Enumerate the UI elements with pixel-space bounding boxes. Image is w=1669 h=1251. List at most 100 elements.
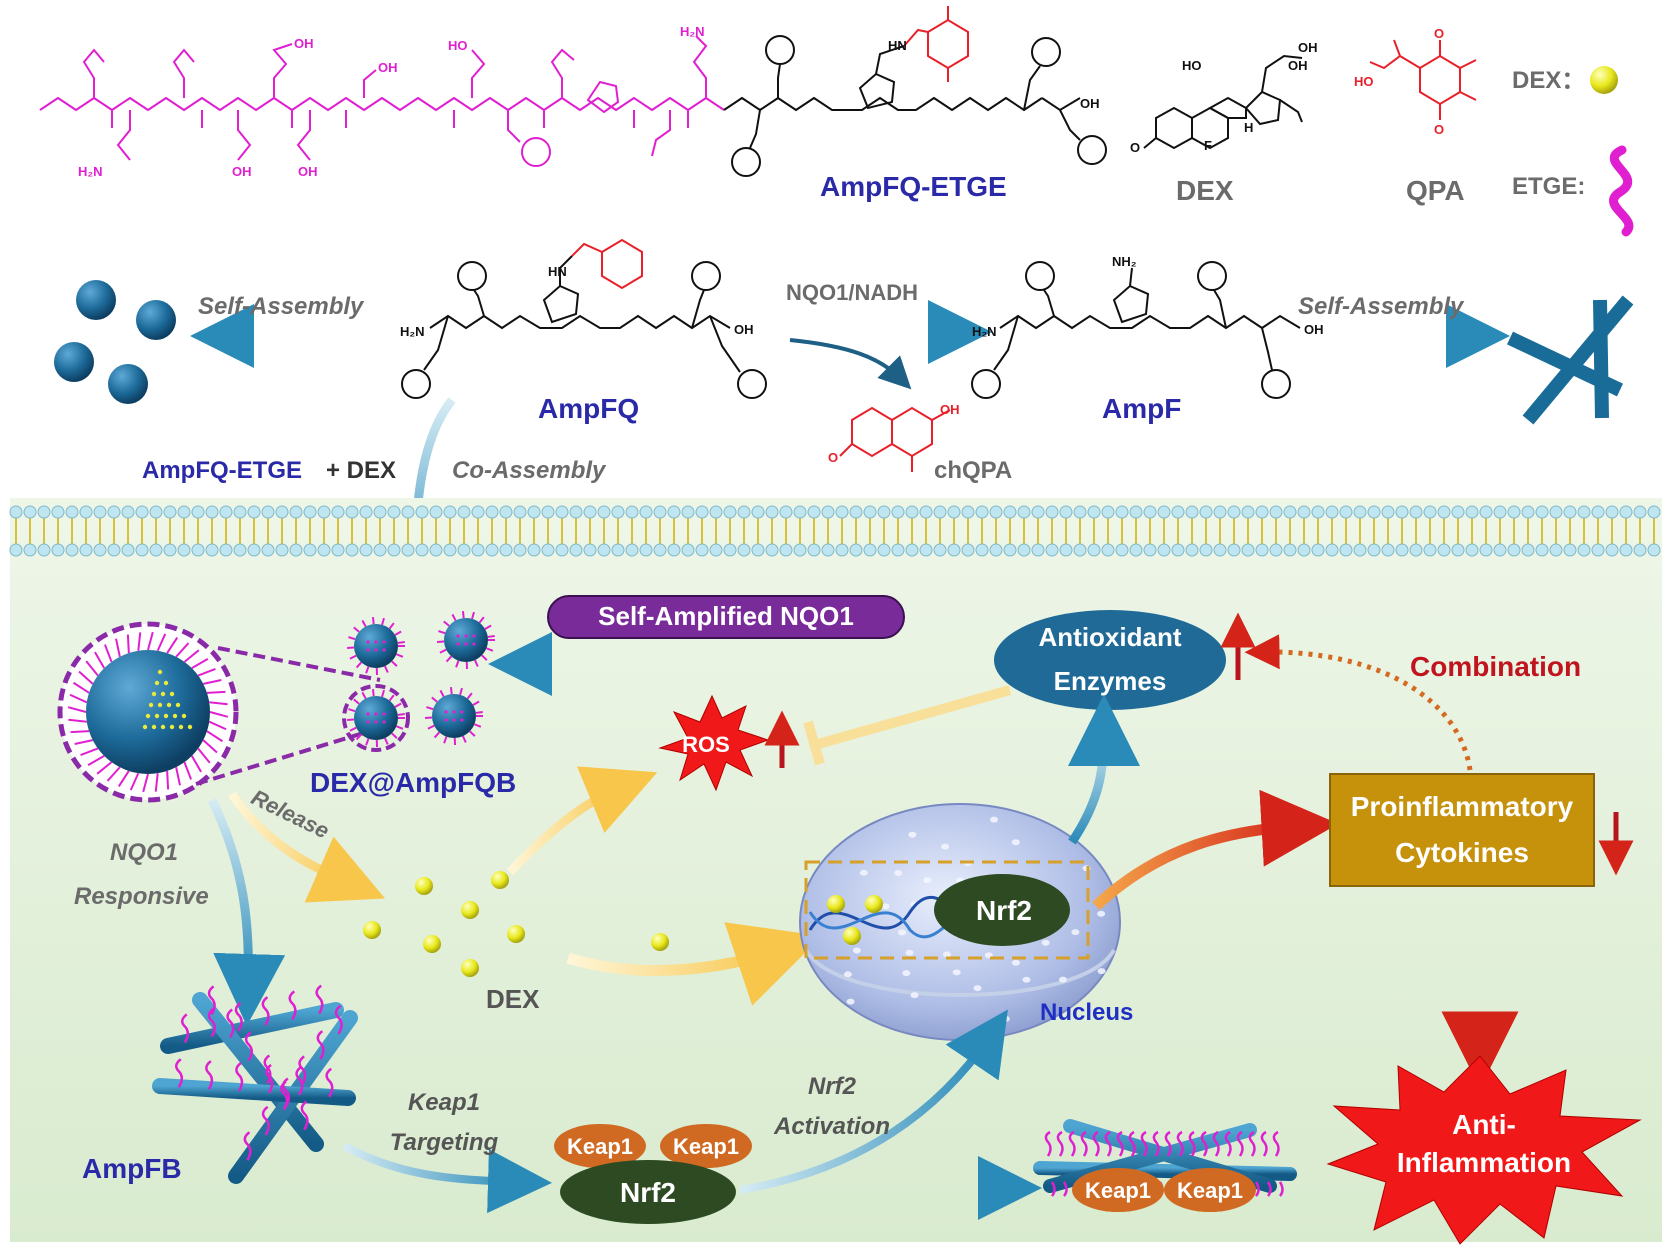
ampfq-label: AmpFQ: [538, 393, 639, 424]
atom-label: O: [1130, 140, 1140, 155]
phe-ring-pink: [521, 137, 551, 167]
self-amplified-nqo1-box: [547, 595, 905, 639]
side-chain-leu2: [172, 48, 195, 98]
cytokines-label-1: Proinflammatory: [1351, 791, 1574, 822]
ampfq-backbone-top: [723, 96, 1043, 112]
phe-ring-top-1: [765, 35, 795, 65]
anti-inflammation-label-2: Inflammation: [1397, 1147, 1571, 1178]
release-arrow: [228, 791, 385, 903]
ampfb-fiber-bundle: [152, 992, 358, 1184]
dex-to-nucleus-arrow: [566, 922, 822, 1006]
side-chain-phe: [507, 110, 521, 143]
nucleus: [799, 803, 1121, 1041]
phe-ring-top-4: [1077, 135, 1107, 165]
atom-label: OH: [734, 322, 754, 337]
peptide-backbone: [39, 96, 725, 112]
atom-label: OH: [1298, 40, 1318, 55]
side-chain-leu3: [550, 48, 575, 98]
self-amplified-nqo1-label: Self-Amplified NQO1: [598, 601, 854, 631]
atom-label: OH: [1080, 96, 1100, 111]
legend-etge-label: ETGE:: [1512, 173, 1585, 200]
dex-free-label: DEX: [486, 984, 540, 1014]
atom-label: OH: [940, 402, 960, 417]
atom-label: OH: [378, 60, 398, 75]
dex-title: DEX: [1176, 175, 1234, 206]
nucleus-label: Nucleus: [1040, 999, 1133, 1026]
small-nanoparticles: [347, 611, 495, 748]
dex-nanoparticle-zoom: [57, 621, 381, 803]
ampfq-structure: [401, 255, 767, 399]
keap1-targeting-arrow: [342, 1142, 552, 1214]
atom-label: OH: [298, 164, 318, 179]
combination-label: Combination: [1410, 651, 1581, 682]
atom-label: H₂N: [400, 324, 425, 339]
nucleus-to-enzymes-arrow: [1067, 694, 1140, 845]
side-chain-glu3: [471, 49, 486, 98]
side-chain-thr: [363, 69, 377, 98]
keap1-label-a: Keap1: [567, 1134, 633, 1159]
side-chain-ile: [651, 110, 671, 157]
qpa-title: QPA: [1406, 175, 1465, 206]
keap1-label-c: Keap1: [1085, 1178, 1151, 1203]
atom-label: HO: [448, 38, 468, 53]
ampfb-label: AmpFB: [82, 1153, 182, 1184]
ros-label: ROS: [682, 732, 730, 757]
atom-label: H: [1244, 120, 1253, 135]
antioxidant-label-1: Antioxidant: [1039, 622, 1182, 652]
ampf-label: AmpF: [1102, 393, 1181, 424]
quinone-ring-top: [927, 18, 969, 70]
nanoparticle-spheres: [54, 280, 176, 404]
self-assembly-right-label: Self-Assembly: [1298, 293, 1465, 320]
atom-label: OH: [1288, 58, 1308, 73]
nucleus-dna-box: [804, 860, 1090, 960]
legend-dex-label: DEX：: [1512, 67, 1585, 94]
atom-label: NH₂: [1112, 254, 1137, 269]
coassembly-label: Co-Assembly: [452, 457, 607, 484]
cytokines-label-2: Cytokines: [1395, 837, 1529, 868]
ros-burst: [658, 694, 770, 792]
atom-label: O: [1434, 26, 1444, 41]
side-chain-glu2: [296, 110, 311, 161]
atom-label: O: [828, 450, 838, 465]
coassembly-prefix-label: AmpFQ-ETGE: [142, 457, 302, 484]
anti-inflammation-burst: [1326, 1055, 1642, 1245]
nucleus-to-cytokines-arrow: [1092, 789, 1339, 911]
ampfq-etge-structure: [39, 6, 1107, 177]
side-chain-gln2: [692, 35, 708, 98]
dex-nanoparticle-label: DEX@AmpFQB: [310, 767, 516, 798]
ampf-structure: [971, 261, 1301, 399]
atom-label: O: [1434, 122, 1444, 137]
keap1-nrf2-complex: [554, 1124, 752, 1224]
free-dex-molecules: [363, 871, 669, 977]
coassembly-dex-label: + DEX: [326, 457, 396, 484]
ampfq-etge-title: AmpFQ-ETGE: [820, 171, 1007, 202]
atom-label: H₂N: [78, 164, 103, 179]
chqpa-release-arrow: [789, 338, 912, 390]
side-chain-asp: [237, 110, 252, 161]
anti-inflammation-label-1: Anti-: [1452, 1109, 1516, 1140]
phe-ring-top-3: [1031, 37, 1061, 67]
self-assembly-left-label: Self-Assembly: [198, 293, 365, 320]
enzyme-label: NQO1/NADH: [786, 280, 918, 305]
nrf2-nucleus-label: Nrf2: [976, 895, 1032, 926]
antioxidant-label-2: Enzymes: [1054, 666, 1167, 696]
legend-etge-icon: [1609, 145, 1634, 237]
nrf2-activation-arrow: [739, 1009, 1008, 1194]
combination-dotted-arrow: [1244, 634, 1473, 771]
atom-label: HN: [548, 264, 567, 279]
nrf2-activation-label-1: Nrf2: [808, 1073, 857, 1100]
dex-structure: [1143, 54, 1303, 150]
quinone-ring-mid: [601, 238, 643, 290]
nqo1-responsive-arrow: [207, 798, 286, 1026]
legend-dex-ball-icon: [1590, 66, 1618, 94]
atom-label: HO: [1182, 58, 1202, 73]
qpa-structure: [1369, 39, 1477, 120]
fiber-keap1-bundle: [1033, 1119, 1297, 1212]
side-chain-leu1: [82, 48, 105, 98]
highlight-ring: [342, 684, 410, 752]
pyrrolidine-ring-top: [858, 72, 896, 110]
atom-label: H₂N: [680, 24, 705, 39]
chqpa-structure: [839, 406, 951, 472]
